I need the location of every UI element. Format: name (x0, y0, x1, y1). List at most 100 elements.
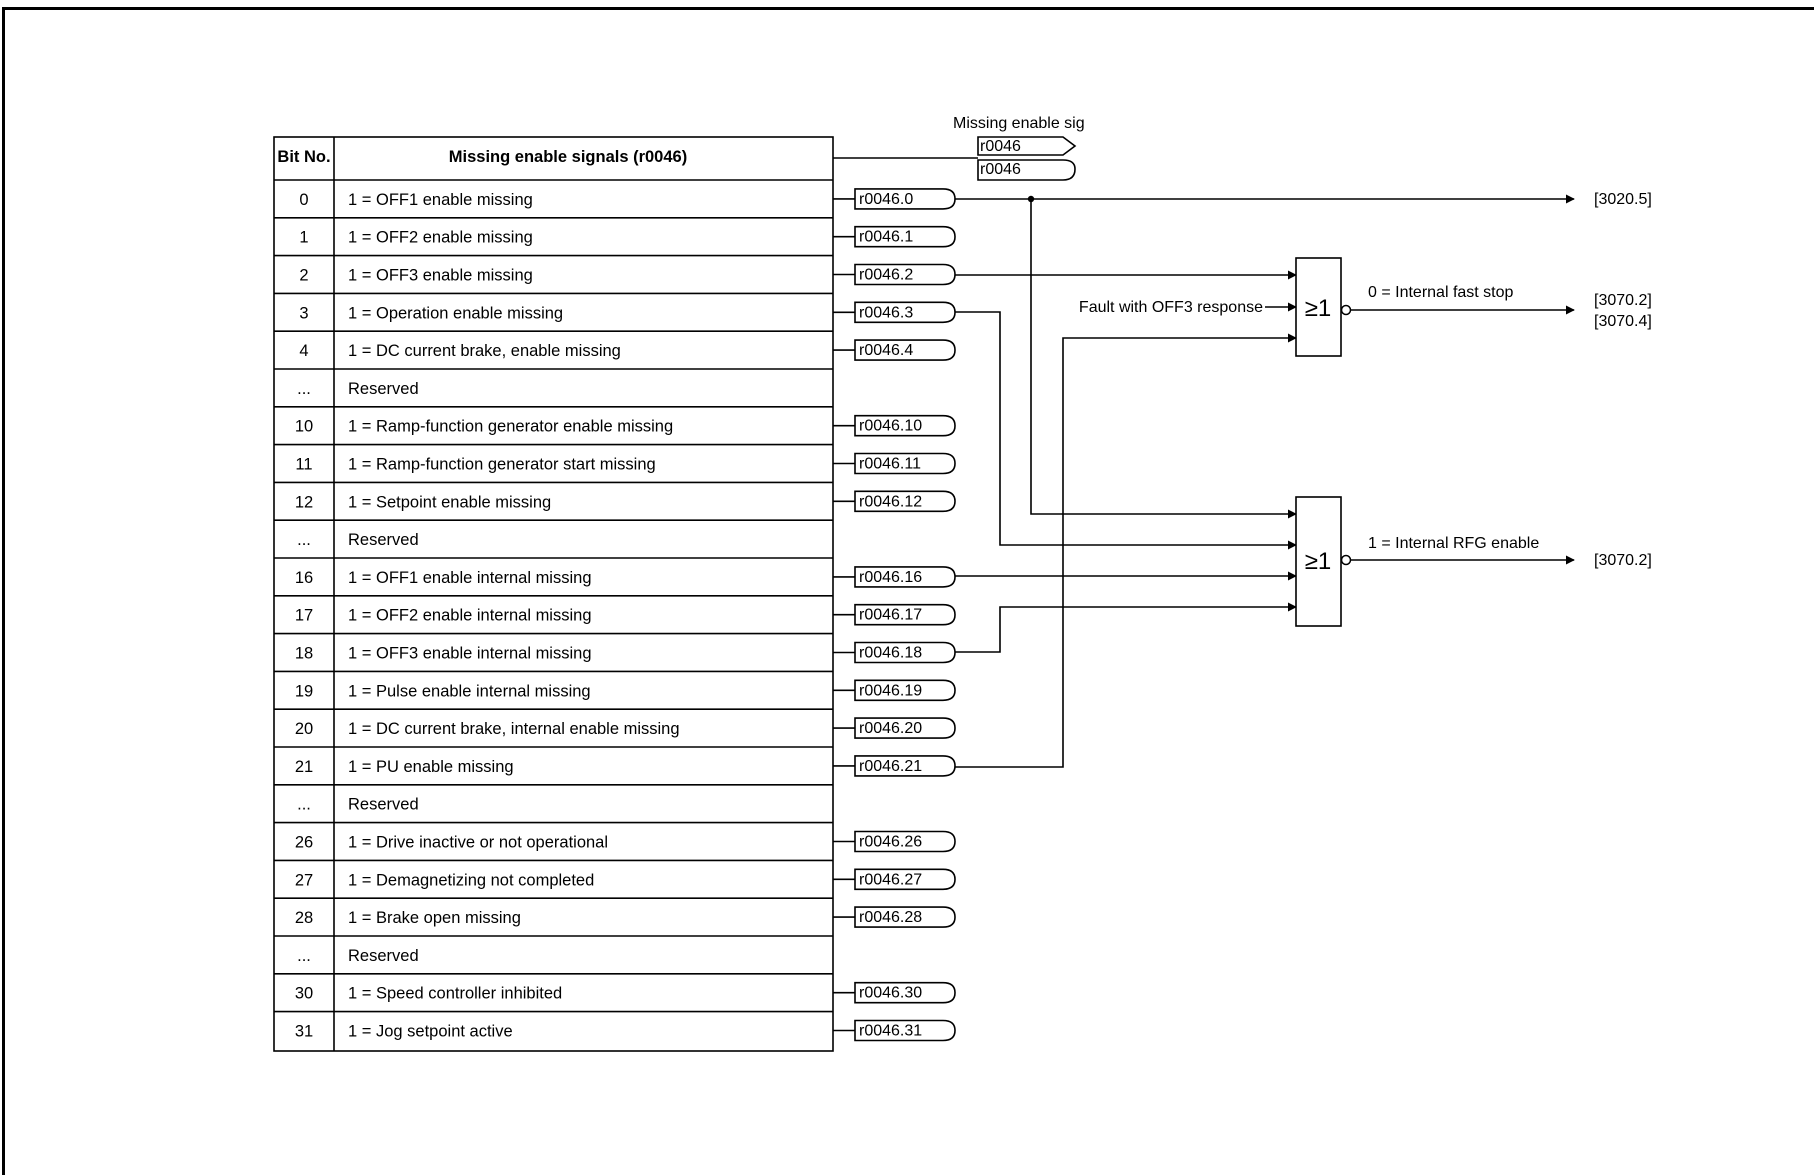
bit-number: 11 (295, 456, 312, 474)
signal-label: r0046.10 (859, 418, 922, 435)
rfg-ref-1: [3070.2] (1594, 552, 1652, 569)
signal-tag: r0046.19 (833, 679, 956, 702)
bit-number: 18 (295, 645, 313, 663)
tag-outline (854, 490, 956, 513)
signal-label: r0046.31 (859, 1023, 922, 1040)
signal-label: r0046.20 (859, 720, 922, 737)
bit-number: 21 (295, 758, 313, 776)
signal-label: r0046.21 (859, 758, 922, 775)
diagram-frame (2, 7, 1814, 1175)
signal-label: r0046.11 (859, 456, 921, 473)
bit-description: 1 = OFF1 enable missing (348, 191, 533, 209)
bit-number: ... (297, 947, 311, 965)
bit-description: 1 = PU enable missing (348, 758, 514, 776)
signal-label: r0046.28 (859, 909, 922, 926)
header-output: Missing enable sig r0046 r0046 (833, 115, 1085, 181)
tag-outline (854, 717, 956, 739)
signal-wiring (955, 194, 1575, 768)
bit3-to-rfg-line (955, 311, 1297, 550)
signal-tag: r0046.1 (833, 225, 956, 248)
rfg-gate-box (1295, 496, 1342, 627)
rfg-gate-symbol: ≥1 (1305, 548, 1332, 575)
tag-outline (854, 906, 956, 928)
bit-description: Reserved (348, 947, 419, 965)
bit-column-header: Bit No. (277, 148, 330, 166)
fast-stop-gate-box (1295, 257, 1342, 357)
bit-number: ... (297, 796, 311, 814)
tag-outline (854, 868, 956, 891)
bit-number: 16 (295, 569, 313, 587)
rfg-output-label: 1 = Internal RFG enable (1368, 535, 1539, 552)
bit-number: 3 (299, 304, 308, 322)
signal-tag: r0046.31 (833, 1019, 956, 1042)
signal-tag: r0046.0 (833, 188, 956, 210)
or-gate-fast-stop: ≥1 Fault with OFF3 response 0 = Internal… (1079, 257, 1652, 357)
bit-table: Bit No. Missing enable signals (r0046) 0… (273, 136, 834, 1052)
header-signal-tag-2 (977, 159, 1076, 181)
bit-number: 27 (295, 871, 313, 889)
signal-label: r0046.3 (859, 304, 913, 321)
bit-number: 20 (295, 720, 313, 738)
signal-tag: r0046.3 (833, 301, 956, 324)
bit-description: 1 = OFF2 enable internal missing (348, 607, 592, 625)
tag-outline (854, 755, 956, 777)
signal-label: r0046.16 (859, 569, 922, 586)
bit-description: 1 = OFF1 enable internal missing (348, 569, 592, 587)
bit-description: 1 = Brake open missing (348, 909, 521, 927)
bit-number: 19 (295, 682, 313, 700)
bit21-to-faststop-line (955, 333, 1297, 768)
signal-label: r0046.12 (859, 493, 922, 510)
bit-description: 1 = Demagnetizing not completed (348, 871, 594, 889)
header-signal-1: r0046 (980, 138, 1021, 155)
bit-number: 10 (295, 418, 313, 436)
header-output-label: Missing enable sig (953, 115, 1085, 132)
tag-outline (854, 452, 956, 475)
tag-outline (854, 679, 956, 702)
or-gate-rfg-enable: ≥1 1 = Internal RFG enable [3070.2] (1295, 496, 1652, 627)
bit-number: 30 (295, 985, 313, 1003)
signal-tag: r0046.21 (833, 755, 956, 777)
signal-tag: r0046.2 (833, 263, 956, 286)
bit-description: 1 = DC current brake, enable missing (348, 342, 621, 360)
signal-label: r0046.27 (859, 871, 922, 888)
signal-tag: r0046.18 (833, 641, 956, 664)
signal-label: r0046.26 (859, 834, 922, 851)
bit-number: 26 (295, 834, 313, 852)
bit0-to-rfg-line (1030, 199, 1297, 519)
signal-label: r0046.30 (859, 985, 922, 1002)
signal-tag: r0046.10 (833, 414, 956, 437)
tag-outline (854, 981, 956, 1004)
bit-description: Reserved (348, 531, 419, 549)
bit-number: 17 (295, 607, 313, 625)
description-column-header: Missing enable signals (r0046) (449, 148, 687, 166)
signal-tag: r0046.20 (833, 717, 956, 739)
bit-number: 28 (295, 909, 313, 927)
signal-tag: r0046.30 (833, 981, 956, 1004)
fast-stop-ref-1: [3070.2] (1594, 292, 1652, 309)
signal-tag: r0046.12 (833, 490, 956, 513)
signal-label: r0046.1 (859, 229, 913, 246)
bit18-to-rfg-line (955, 602, 1297, 653)
fast-stop-ref-2: [3070.4] (1594, 313, 1652, 330)
bit-number: 4 (299, 342, 308, 360)
bit-description: 1 = Jog setpoint active (348, 1023, 513, 1041)
bit-number: ... (297, 531, 311, 549)
header-signal-tag-1 (977, 136, 1077, 156)
signal-tag: r0046.4 (833, 339, 956, 361)
fault-input-label: Fault with OFF3 response (1079, 299, 1263, 316)
bit-number: 31 (295, 1023, 313, 1041)
signal-tag: r0046.16 (833, 566, 956, 588)
bit-description: 1 = Speed controller inhibited (348, 985, 562, 1003)
header-signal-2: r0046 (980, 161, 1021, 178)
bit0-output-ref: [3020.5] (1594, 191, 1652, 208)
bit-number: 2 (299, 267, 308, 285)
signal-label: r0046.18 (859, 645, 922, 662)
signal-tag: r0046.17 (833, 603, 956, 626)
bit-description: 1 = Ramp-function generator enable missi… (348, 418, 673, 436)
bit-description: Reserved (348, 796, 419, 814)
bit-description: 1 = OFF2 enable missing (348, 229, 533, 247)
tag-outline (854, 414, 956, 437)
signal-label: r0046.19 (859, 682, 922, 699)
